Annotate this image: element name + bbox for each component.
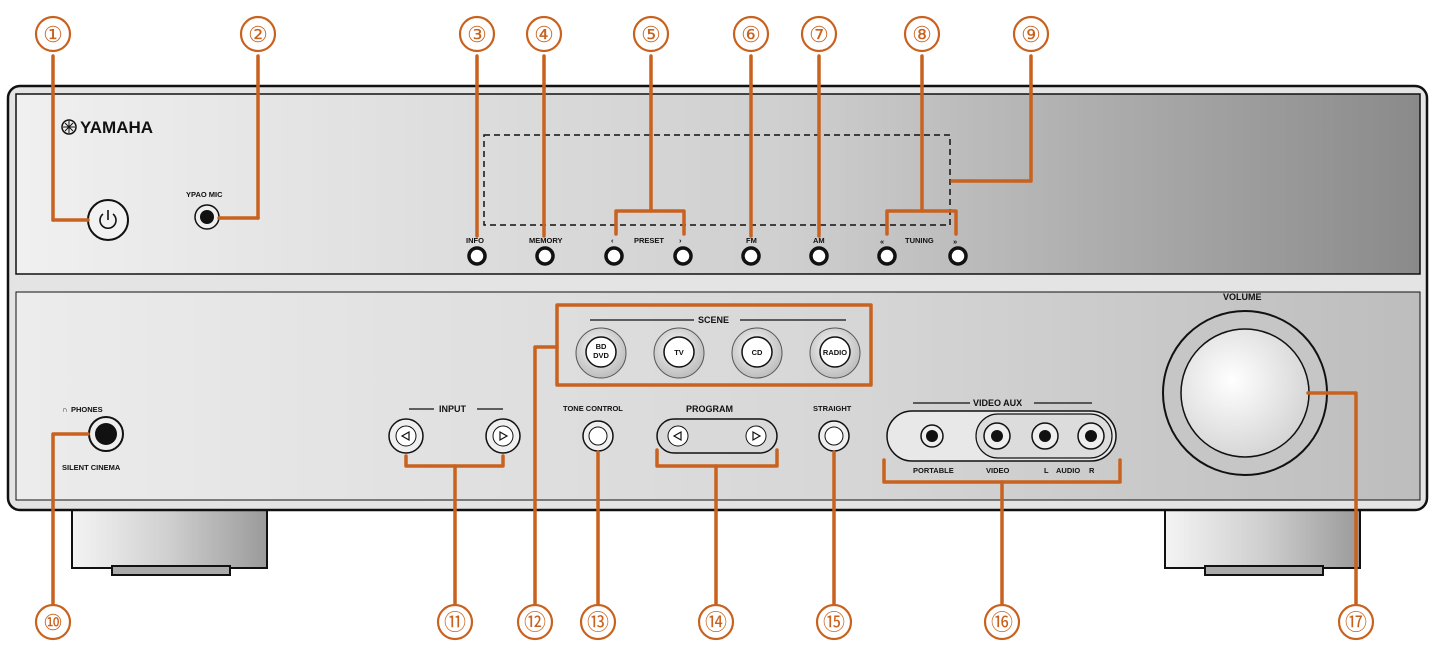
right-foot bbox=[1164, 505, 1361, 576]
preset-prev-glyph: ‹ bbox=[611, 236, 614, 245]
scene-bd-dvd-button[interactable]: BD DVD bbox=[575, 327, 627, 379]
memory-button[interactable] bbox=[535, 246, 555, 266]
program-right-icon bbox=[752, 430, 762, 442]
tuning-label: TUNING bbox=[905, 236, 934, 245]
scene-radio-label: RADIO bbox=[823, 348, 847, 357]
audio-r-label: R bbox=[1089, 466, 1095, 475]
straight-label: STRAIGHT bbox=[813, 404, 852, 413]
power-icon bbox=[99, 213, 117, 229]
headphones-icon: ∩ bbox=[62, 405, 67, 414]
program-left-button[interactable] bbox=[667, 425, 689, 447]
callout-17: ⑰ bbox=[1337, 603, 1375, 641]
info-button[interactable] bbox=[467, 246, 487, 266]
program-left-icon bbox=[672, 430, 682, 442]
scene-bd-line2: DVD bbox=[593, 351, 609, 360]
video-aux-label: VIDEO AUX bbox=[973, 398, 1022, 408]
svg-text:⑯: ⑯ bbox=[991, 610, 1013, 635]
svg-text:⑫: ⑫ bbox=[524, 610, 546, 635]
callout-13: ⑬ bbox=[579, 603, 617, 641]
callout-2: ② bbox=[239, 15, 277, 53]
fm-label: FM bbox=[746, 236, 757, 245]
preset-next-glyph: › bbox=[679, 236, 682, 245]
audio-label: AUDIO bbox=[1056, 466, 1080, 475]
tuning-next-glyph: » bbox=[953, 237, 957, 246]
svg-text:①: ① bbox=[43, 22, 63, 47]
svg-text:③: ③ bbox=[467, 22, 487, 47]
fm-button[interactable] bbox=[741, 246, 761, 266]
right-arrow-icon bbox=[499, 430, 509, 442]
callout-10: ⑩ bbox=[34, 603, 72, 641]
scene-cd-button[interactable]: CD bbox=[731, 327, 783, 379]
portable-label: PORTABLE bbox=[913, 466, 954, 475]
tone-control-label: TONE CONTROL bbox=[563, 404, 623, 413]
svg-text:⑮: ⑮ bbox=[823, 610, 845, 635]
volume-label: VOLUME bbox=[1223, 292, 1262, 302]
info-label: INFO bbox=[466, 236, 484, 245]
callout-1: ① bbox=[34, 15, 72, 53]
tuning-next-button[interactable] bbox=[948, 246, 968, 266]
preset-prev-button[interactable] bbox=[604, 246, 624, 266]
silent-cinema-label: SILENT CINEMA bbox=[62, 463, 121, 472]
svg-text:⑤: ⑤ bbox=[641, 22, 661, 47]
callout-3: ③ bbox=[458, 15, 496, 53]
callout-16: ⑯ bbox=[983, 603, 1021, 641]
am-label: AM bbox=[813, 236, 825, 245]
callout-15: ⑮ bbox=[815, 603, 853, 641]
callout-11: ⑪ bbox=[436, 603, 474, 641]
callout-6: ⑥ bbox=[732, 15, 770, 53]
svg-text:⑦: ⑦ bbox=[809, 22, 829, 47]
left-arrow-icon bbox=[400, 430, 410, 442]
svg-text:②: ② bbox=[248, 22, 268, 47]
am-button[interactable] bbox=[809, 246, 829, 266]
svg-text:④: ④ bbox=[534, 22, 554, 47]
svg-text:⑨: ⑨ bbox=[1021, 22, 1041, 47]
scene-cd-label: CD bbox=[752, 348, 763, 357]
svg-text:⑬: ⑬ bbox=[587, 610, 609, 635]
tuning-prev-button[interactable] bbox=[877, 246, 897, 266]
scene-tv-label: TV bbox=[674, 348, 684, 357]
preset-next-button[interactable] bbox=[673, 246, 693, 266]
callout-lines bbox=[51, 54, 1358, 606]
memory-label: MEMORY bbox=[529, 236, 562, 245]
scene-tv-button[interactable]: TV bbox=[653, 327, 705, 379]
front-display bbox=[483, 134, 951, 226]
callout-5: ⑤ bbox=[632, 15, 670, 53]
phones-label: PHONES bbox=[71, 405, 103, 414]
ypao-mic-label: YPAO MIC bbox=[186, 190, 223, 199]
scene-bd-line1: BD bbox=[596, 342, 607, 351]
scene-radio-button[interactable]: RADIO bbox=[809, 327, 861, 379]
callout-8: ⑧ bbox=[903, 15, 941, 53]
upper-panel bbox=[15, 93, 1421, 275]
preset-label: PRESET bbox=[634, 236, 664, 245]
program-right-button[interactable] bbox=[745, 425, 767, 447]
program-label: PROGRAM bbox=[686, 404, 733, 414]
brand-name: YAMAHA bbox=[80, 118, 153, 137]
video-label: VIDEO bbox=[986, 466, 1010, 475]
volume-knob[interactable] bbox=[1180, 328, 1310, 458]
left-foot bbox=[71, 505, 268, 576]
svg-text:⑥: ⑥ bbox=[741, 22, 761, 47]
callout-4: ④ bbox=[525, 15, 563, 53]
callout-14: ⑭ bbox=[697, 603, 735, 641]
callout-9: ⑨ bbox=[1012, 15, 1050, 53]
callout-12: ⑫ bbox=[516, 603, 554, 641]
svg-text:⑩: ⑩ bbox=[43, 610, 63, 635]
scene-label: SCENE bbox=[698, 315, 729, 325]
callout-7: ⑦ bbox=[800, 15, 838, 53]
tuning-prev-glyph: « bbox=[880, 237, 884, 246]
program-rocker[interactable] bbox=[656, 418, 778, 454]
audio-l-label: L bbox=[1044, 466, 1049, 475]
tuning-fork-icon bbox=[61, 119, 77, 135]
svg-text:⑧: ⑧ bbox=[912, 22, 932, 47]
input-label: INPUT bbox=[439, 404, 467, 414]
svg-text:⑪: ⑪ bbox=[444, 610, 466, 635]
brand-logo: YAMAHA bbox=[61, 118, 153, 137]
svg-text:⑭: ⑭ bbox=[705, 610, 727, 635]
svg-text:⑰: ⑰ bbox=[1345, 610, 1367, 635]
